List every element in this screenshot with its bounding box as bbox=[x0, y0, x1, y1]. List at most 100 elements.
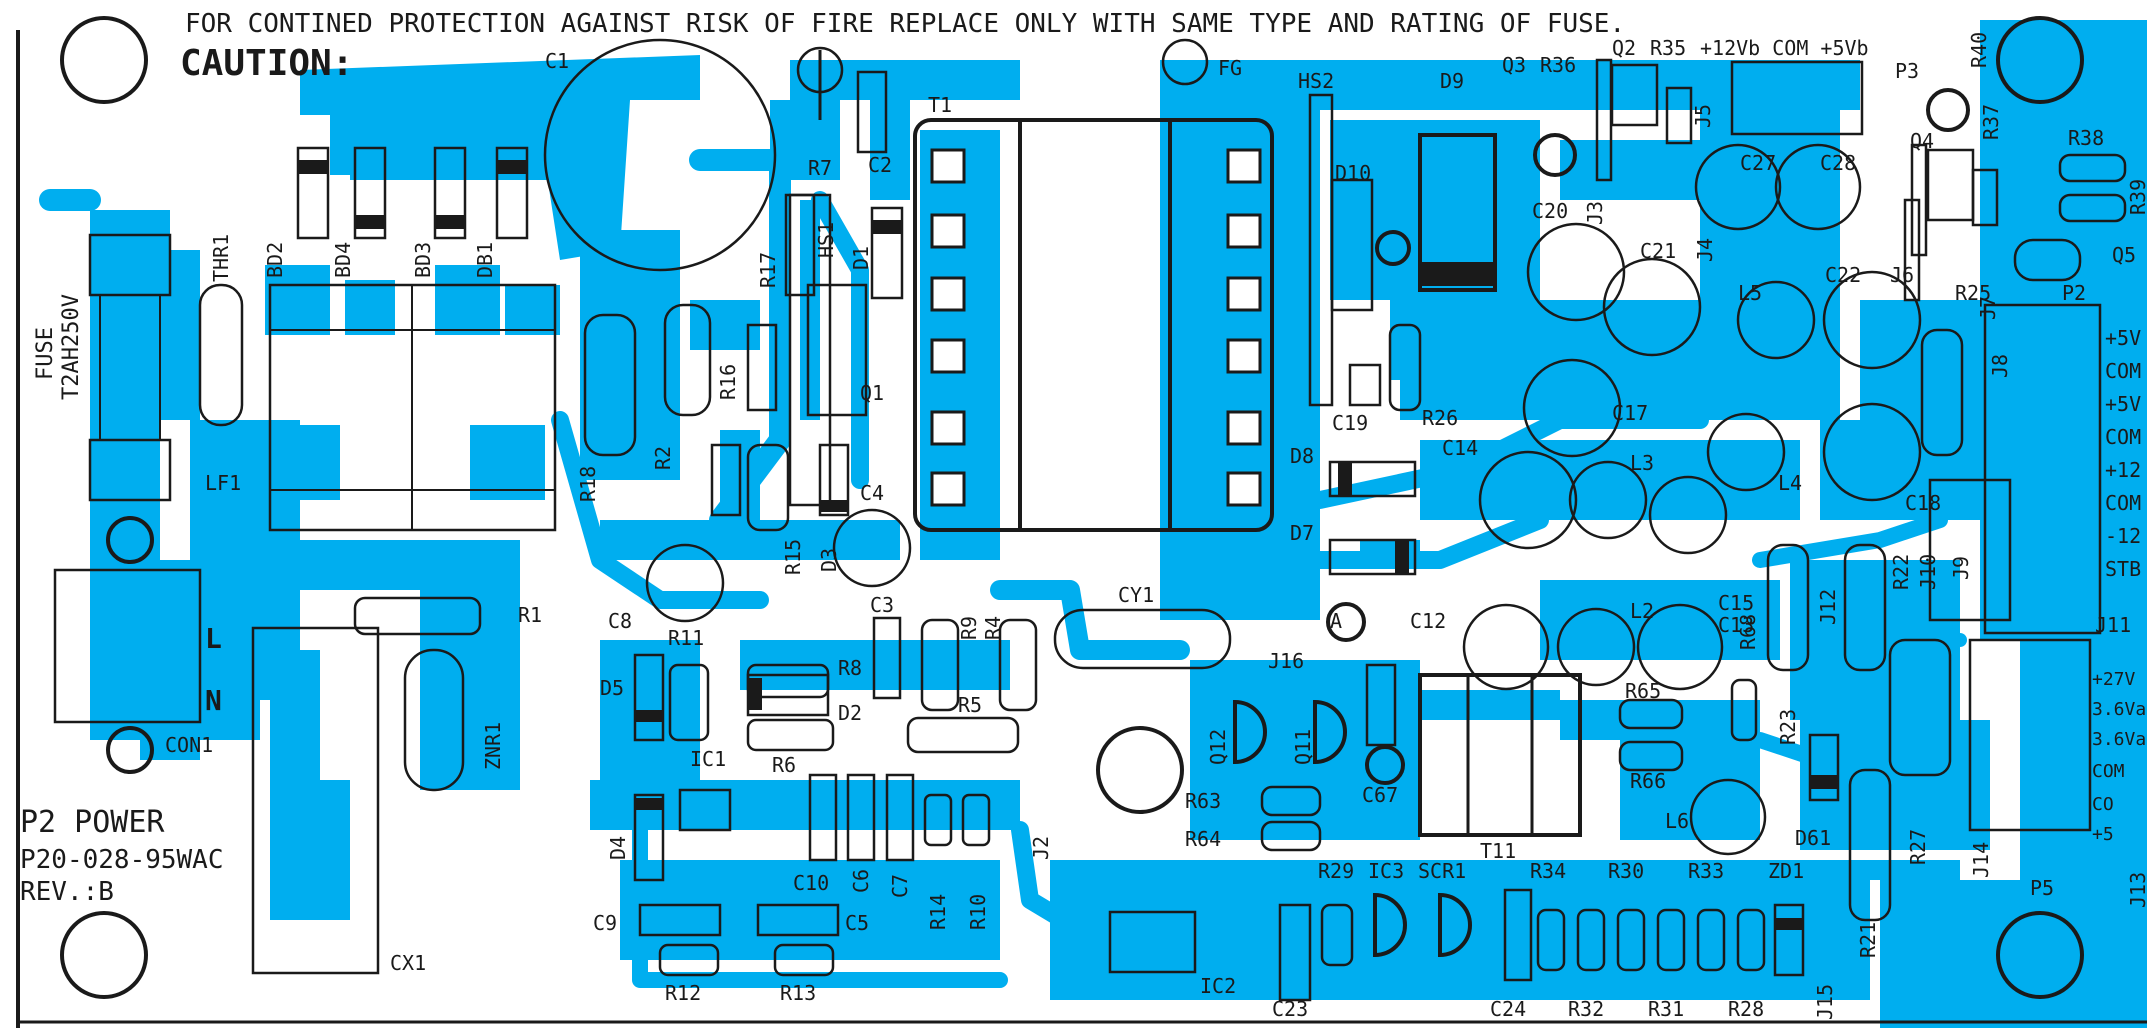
l3-outline bbox=[1568, 460, 1648, 540]
refdes-l4: L4 bbox=[1778, 471, 1802, 495]
refdes-r7: R7 bbox=[808, 156, 832, 180]
refdes-c1: C1 bbox=[545, 49, 569, 73]
refdes-r27: R27 bbox=[1906, 829, 1930, 865]
mounting-hole-top-right bbox=[1996, 16, 2084, 104]
refdes-c67: C67 bbox=[1362, 783, 1398, 807]
l2-outline bbox=[1556, 607, 1636, 687]
c28-outline bbox=[1774, 143, 1862, 231]
revision-label: REV.:B bbox=[20, 877, 114, 907]
p2-pin-7: -12 bbox=[2105, 524, 2141, 548]
refdes-znr1: ZNR1 bbox=[481, 722, 505, 770]
c15-outline bbox=[1636, 603, 1724, 691]
refdes-cy1: CY1 bbox=[1118, 583, 1154, 607]
refdes-r10: R10 bbox=[966, 894, 990, 930]
t1-primary-pads bbox=[930, 148, 966, 507]
refdes-p5: P5 bbox=[2030, 876, 2054, 900]
refdes-con1: CON1 bbox=[165, 733, 213, 757]
refdes-d61: D61 bbox=[1795, 826, 1831, 850]
refdes-q4: Q4 bbox=[1910, 129, 1934, 153]
refdes-d5: D5 bbox=[600, 676, 624, 700]
refdes-d10: D10 bbox=[1335, 161, 1371, 185]
refdes-j11: J11 bbox=[2095, 613, 2131, 637]
refdes-lf1: LF1 bbox=[205, 471, 241, 495]
refdes-j10: J10 bbox=[1916, 554, 1940, 590]
refdes-j5: J5 bbox=[1691, 104, 1715, 128]
refdes-r17: R17 bbox=[756, 252, 780, 288]
l5-outline bbox=[1736, 280, 1816, 360]
silkscreen-layer bbox=[16, 16, 2147, 1028]
p5-pin-5: CO bbox=[2092, 794, 2114, 815]
t1-secondary-pads bbox=[1226, 148, 1262, 507]
refdes-r28: R28 bbox=[1728, 997, 1764, 1021]
refdes-r26: R26 bbox=[1422, 406, 1458, 430]
refdes-d4: D4 bbox=[606, 836, 630, 860]
refdes-c24: C24 bbox=[1490, 997, 1526, 1021]
refdes-c7: C7 bbox=[888, 874, 912, 898]
p5-pin-4: COM bbox=[2092, 761, 2125, 782]
c14-outline bbox=[1478, 450, 1578, 550]
mounting-hole-bottom-left bbox=[60, 911, 148, 999]
refdes-bd4: BD4 bbox=[331, 242, 355, 278]
trace-layer bbox=[39, 73, 1967, 988]
refdes-c28: C28 bbox=[1820, 151, 1856, 175]
refdes-d8: D8 bbox=[1290, 444, 1314, 468]
refdes-thr1: THR1 bbox=[209, 234, 233, 282]
refdes-c14: C14 bbox=[1442, 436, 1478, 460]
refdes-bd2: BD2 bbox=[263, 242, 287, 278]
p2-pin-labels: +5V COM +5V COM +12 COM -12 STB bbox=[2105, 326, 2141, 581]
refdes-j15: J15 bbox=[1813, 984, 1837, 1020]
c27-outline bbox=[1694, 143, 1782, 231]
refdes-r32: R32 bbox=[1568, 997, 1604, 1021]
neutral-label: N bbox=[205, 684, 222, 717]
refdes-r37: R37 bbox=[1979, 104, 2003, 140]
refdes-r11: R11 bbox=[668, 626, 704, 650]
t1-outline bbox=[913, 118, 1274, 532]
refdes-ic1: IC1 bbox=[690, 747, 726, 771]
refdes-r13: R13 bbox=[780, 981, 816, 1005]
refdes-j12: J12 bbox=[1816, 589, 1840, 625]
refdes-r22: R22 bbox=[1889, 554, 1913, 590]
refdes-l3: L3 bbox=[1630, 451, 1654, 475]
p5-pin-6: +5 bbox=[2092, 824, 2114, 845]
refdes-j9: J9 bbox=[1949, 556, 1973, 580]
refdes-r6: R6 bbox=[772, 753, 796, 777]
c17-outline bbox=[1522, 358, 1622, 458]
refdes-j6: J6 bbox=[1890, 263, 1914, 287]
warning-text: FOR CONTINED PROTECTION AGAINST RISK OF … bbox=[185, 9, 1625, 39]
refdes-t11: T11 bbox=[1480, 839, 1516, 863]
refdes-c5: C5 bbox=[845, 911, 869, 935]
c12-outline bbox=[1462, 603, 1550, 691]
refdes-r33: R33 bbox=[1688, 859, 1724, 883]
refdes-p2: P2 bbox=[2062, 281, 2086, 305]
refdes-r21: R21 bbox=[1856, 922, 1880, 958]
c20-outline bbox=[1526, 222, 1626, 322]
refdes-r16: R16 bbox=[716, 364, 740, 400]
refdes-j2: J2 bbox=[1029, 836, 1053, 860]
refdes-r35: R35 bbox=[1650, 36, 1686, 60]
p2-pin-2: COM bbox=[2105, 359, 2141, 383]
refdes-c10: C10 bbox=[793, 871, 829, 895]
c1-outline bbox=[543, 38, 777, 272]
caution-label: CAUTION: bbox=[180, 43, 353, 84]
refdes-c13: C13 bbox=[1718, 613, 1754, 637]
line-label: L bbox=[205, 622, 222, 655]
refdes-ic3: IC3 bbox=[1368, 859, 1404, 883]
refdes-r9: R9 bbox=[957, 616, 981, 640]
refdes-r30: R30 bbox=[1608, 859, 1644, 883]
refdes-j8: J8 bbox=[1988, 354, 2012, 378]
p2-pin-5: +12 bbox=[2105, 458, 2141, 482]
refdes-j13: J13 bbox=[2126, 872, 2147, 908]
c21-outline bbox=[1602, 257, 1702, 357]
fuse-rating: T2AH250V bbox=[59, 294, 84, 400]
mounting-hole-bottom-right bbox=[1996, 911, 2084, 999]
refdes-r68: R68 bbox=[1736, 614, 1760, 650]
p5-pin-2: 3.6Va bbox=[2092, 699, 2146, 720]
refdes-d2: D2 bbox=[838, 701, 862, 725]
refdes-l6: L6 bbox=[1665, 809, 1689, 833]
refdes-l5: L5 bbox=[1738, 281, 1762, 305]
refdes-bd3: BD3 bbox=[411, 242, 435, 278]
c22-outline bbox=[1822, 270, 1922, 370]
refdes-hs1: HS1 bbox=[814, 222, 838, 258]
refdes-c6: C6 bbox=[849, 869, 873, 893]
